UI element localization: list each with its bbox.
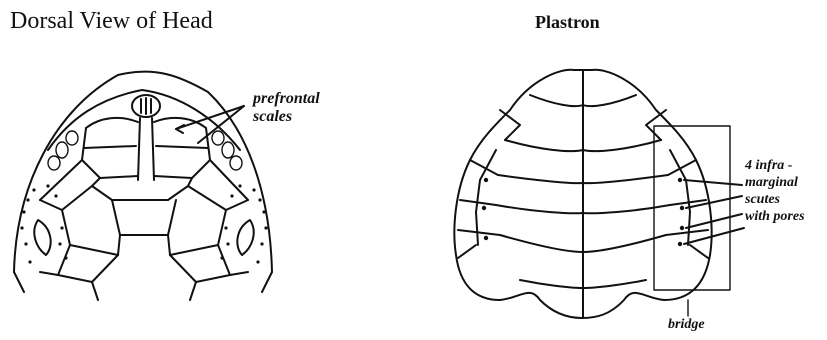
inframarginal-label: 4 infra - marginal scutes with pores <box>745 157 805 225</box>
inframarginal-label-line2: marginal <box>745 174 805 191</box>
inframarginal-label-line4: with pores <box>745 208 805 225</box>
inframarginal-label-line1: 4 infra - <box>745 157 805 174</box>
inframarginal-label-line3: scutes <box>745 191 805 208</box>
bridge-label: bridge <box>668 318 705 332</box>
